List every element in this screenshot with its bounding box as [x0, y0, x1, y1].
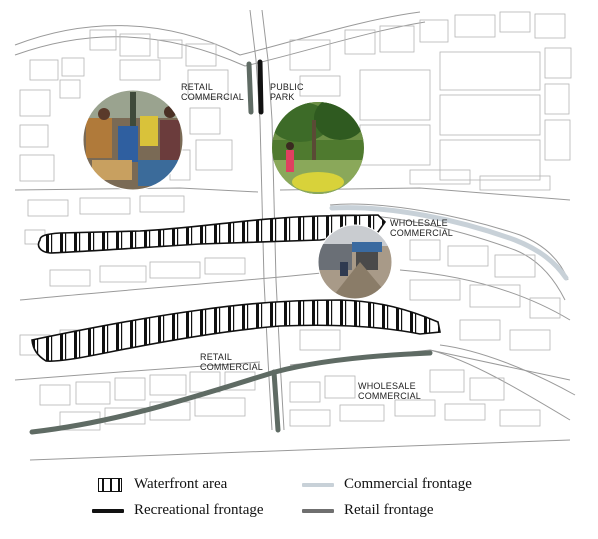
wholesale-street-photo — [318, 225, 392, 299]
legend-recreational: Recreational frontage — [92, 502, 264, 519]
legend-retail: Retail frontage — [302, 502, 434, 519]
commercial-swatch — [302, 482, 334, 487]
retail-swatch — [302, 508, 334, 513]
legend-commercial: Commercial frontage — [302, 476, 472, 493]
public-park-photo — [272, 102, 364, 194]
legend-commercial-label: Commercial frontage — [344, 476, 472, 492]
label-wholesale-commercial-top: WHOLESALE COMMERCIAL — [390, 218, 454, 238]
recreational-frontage-line — [257, 59, 264, 115]
label-retail-commercial-bottom: RETAIL COMMERCIAL — [200, 352, 264, 372]
waterfront-area-lower — [31, 299, 441, 362]
map-legend: Waterfront area Recreational frontage Co… — [92, 472, 532, 528]
commercial-frontage-line — [329, 205, 569, 281]
legend-recreational-label: Recreational frontage — [134, 502, 264, 518]
legend-waterfront: Waterfront area — [92, 476, 227, 493]
legend-waterfront-label: Waterfront area — [134, 476, 228, 492]
label-public-park: PUBLIC PARK — [270, 82, 304, 102]
legend-retail-label: Retail frontage — [344, 502, 434, 518]
retail-frontage-lines — [29, 61, 433, 435]
waterfront-area-upper — [37, 214, 387, 254]
recreational-swatch — [92, 508, 124, 513]
label-wholesale-commercial-bottom: WHOLESALE COMMERCIAL — [358, 381, 422, 401]
waterfront-swatch — [98, 477, 122, 492]
label-retail-commercial-top: RETAIL COMMERCIAL — [181, 82, 245, 102]
retail-market-photo — [83, 90, 183, 190]
